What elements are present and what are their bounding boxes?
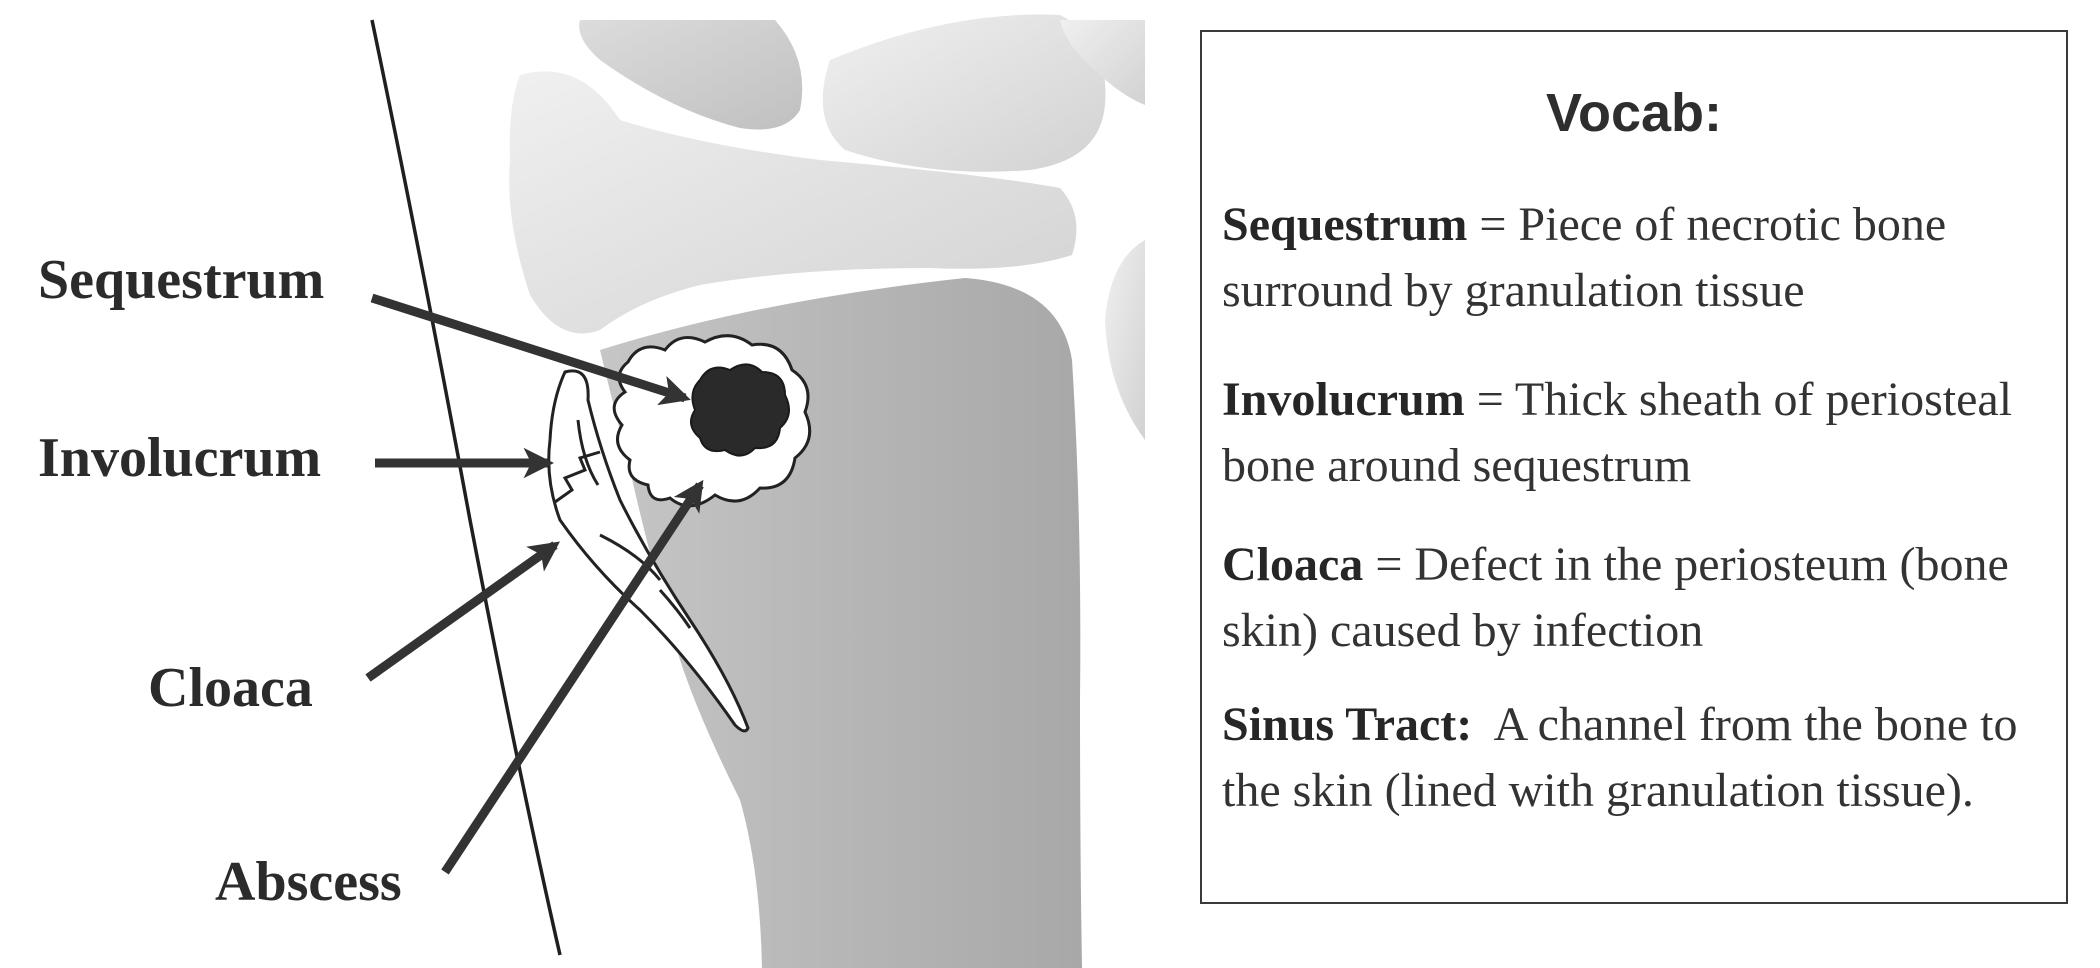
label-sequestrum: Sequestrum: [38, 249, 325, 311]
vocab-definition: Thick sheath of periosteal bone around s…: [1222, 373, 2013, 492]
carpal-bone-3: [1060, 20, 1145, 105]
label-involucrum: Involucrum: [38, 427, 322, 489]
label-abscess: Abscess: [215, 851, 402, 913]
arrow-sequestrum: [370, 293, 691, 406]
vocab-term: Involucrum: [1222, 373, 1465, 426]
involucrum-line-3: [658, 588, 692, 629]
vocab-title: Vocab:: [1545, 83, 1723, 143]
involucrum: [547, 369, 750, 733]
vocab-definition: Piece of necrotic bone surround by granu…: [1222, 198, 1947, 317]
osteomyelitis-diagram: [365, 14, 1145, 968]
sequestrum-mass: [690, 363, 790, 457]
label-cloaca: Cloaca: [148, 657, 313, 719]
vocab-entry-involucrum: Involucrum = Thick sheath of periosteal …: [1222, 367, 2052, 499]
vocab-entry-sequestrum: Sequestrum = Piece of necrotic bone surr…: [1222, 192, 2052, 324]
vocab-separator: =: [1464, 373, 1515, 426]
arrow-cloaca: [365, 541, 560, 682]
vocab-term: Cloaca: [1222, 538, 1364, 591]
vocab-separator: [1472, 698, 1493, 751]
carpal-bone-1: [579, 20, 803, 130]
vocab-separator: =: [1467, 198, 1519, 251]
involucrum-line-2: [599, 533, 662, 581]
vocab-definition: Defect in the periosteum (bone skin) cau…: [1222, 538, 2009, 657]
skin-line: [370, 19, 562, 956]
vocab-term: Sequestrum: [1222, 198, 1468, 251]
vocab-entry-sinus-tract: Sinus Tract: A channel from the bone to …: [1222, 692, 2052, 824]
vocab-term: Sinus Tract:: [1222, 698, 1473, 751]
vocab-definition: A channel from the bone to the skin (lin…: [1222, 698, 2018, 817]
vocab-separator: =: [1363, 538, 1415, 591]
cloaca-defect: [554, 450, 601, 504]
carpal-bone-2: [822, 14, 1106, 172]
upper-bone: [509, 71, 1077, 334]
vocab-entry-cloaca: Cloaca = Defect in the periosteum (bone …: [1222, 532, 2052, 664]
arrow-abscess: [441, 479, 704, 875]
right-bone: [1105, 240, 1145, 440]
vocab-box: Vocab: Sequestrum = Piece of necrotic bo…: [1200, 30, 2068, 904]
